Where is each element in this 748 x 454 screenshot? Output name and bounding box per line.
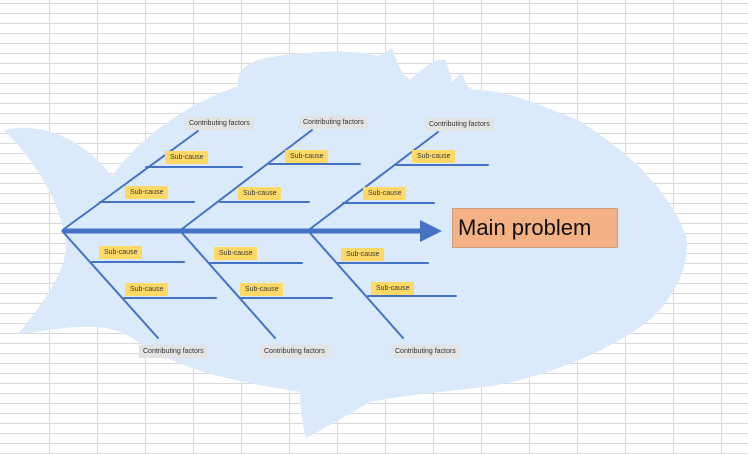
- sub-cause-label: Sub-cause: [214, 247, 258, 260]
- spine-arrow-head: [420, 220, 442, 242]
- upper-bone-3: [309, 131, 439, 230]
- sub-cause-label: Sub-cause: [240, 283, 284, 296]
- sub-cause-label: Sub-cause: [125, 283, 169, 296]
- sub-cause-label: Sub-cause: [125, 186, 169, 199]
- sub-cause-label: Sub-cause: [341, 248, 385, 261]
- sub-cause-label: Sub-cause: [99, 246, 143, 259]
- upper-bone-1: [63, 130, 199, 230]
- sub-cause-label: Sub-cause: [371, 282, 415, 295]
- contributing-factors-label: Contributing factors: [185, 117, 254, 130]
- sub-cause-label: Sub-cause: [238, 187, 282, 200]
- sub-cause-label: Sub-cause: [412, 150, 456, 163]
- sub-cause-label: Sub-cause: [285, 150, 329, 163]
- sub-cause-label: Sub-cause: [165, 151, 209, 164]
- lower-bone-2: [181, 232, 276, 339]
- main-problem-box: Main problem: [452, 208, 618, 248]
- contributing-factors-label: Contributing factors: [260, 345, 329, 358]
- fishbone-bones: [61, 129, 489, 339]
- upper-bone-2: [181, 129, 313, 230]
- contributing-factors-label: Contributing factors: [139, 345, 208, 358]
- lower-bone-3: [309, 232, 404, 339]
- fish-body: [4, 48, 687, 438]
- contributing-factors-label: Contributing factors: [391, 345, 460, 358]
- lower-bone-1: [63, 232, 159, 339]
- contributing-factors-label: Contributing factors: [299, 116, 368, 129]
- sub-cause-label: Sub-cause: [363, 187, 407, 200]
- contributing-factors-label: Contributing factors: [425, 118, 494, 131]
